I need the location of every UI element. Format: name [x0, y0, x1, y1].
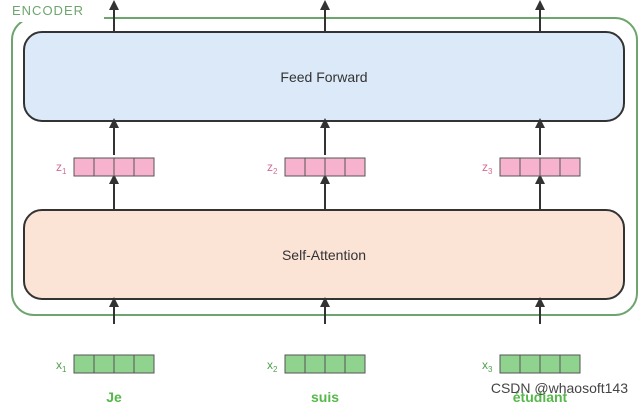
- z-vector-1: [73, 157, 155, 177]
- x-label-2: x2: [267, 358, 278, 374]
- x-vector-2: [284, 354, 366, 374]
- z-label-3: z3: [482, 160, 493, 176]
- x-vector-1: [73, 354, 155, 374]
- input-word-1: Je: [106, 389, 122, 405]
- watermark: CSDN @whaosoft143: [491, 380, 628, 396]
- encoder-label: ENCODER: [12, 3, 84, 18]
- x-label-3: x3: [482, 358, 493, 374]
- column-2: z2 x2 suis: [267, 0, 366, 405]
- z-vector-2: [284, 157, 366, 177]
- z-label-2: z2: [267, 160, 278, 176]
- x-vector-3: [499, 354, 581, 374]
- input-word-2: suis: [311, 389, 339, 405]
- input-word-3: étudiant: [513, 389, 568, 405]
- z-label-1: z1: [56, 160, 67, 176]
- self-attention-label: Self-Attention: [282, 247, 366, 263]
- x-label-1: x1: [56, 358, 67, 374]
- column-3: z3 x3 étudiant: [482, 0, 581, 405]
- column-1: z1 x1 Je: [56, 0, 155, 405]
- feed-forward-label: Feed Forward: [280, 69, 367, 85]
- z-vector-3: [499, 157, 581, 177]
- encoder-label-bg: [6, 2, 104, 22]
